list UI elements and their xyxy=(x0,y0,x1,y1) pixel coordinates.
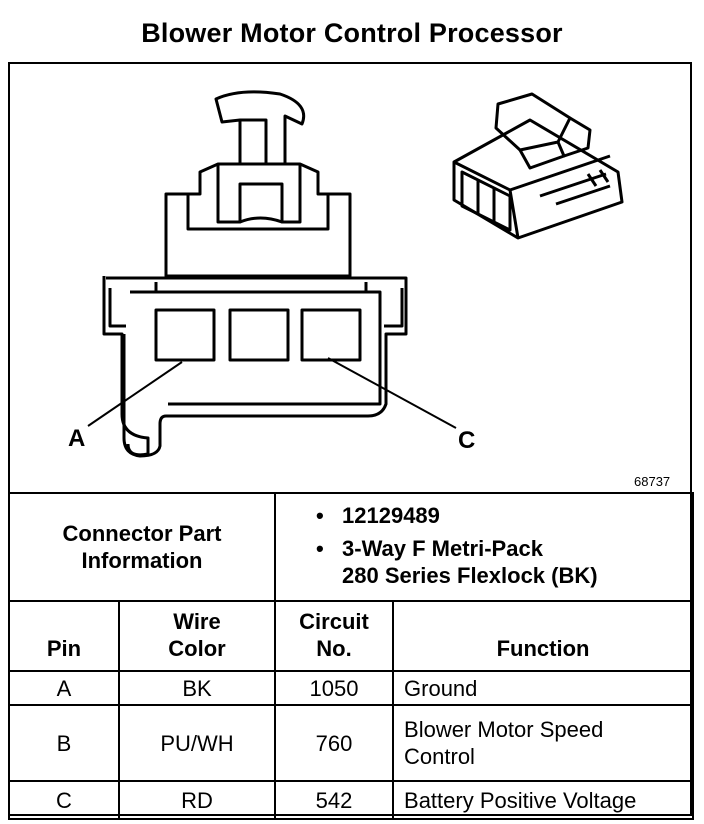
pin-cell: C xyxy=(8,780,120,820)
circuit-cell: 760 xyxy=(274,704,395,782)
connector-front-view xyxy=(102,90,408,458)
table-row: B PU/WH 760 Blower Motor Speed Control xyxy=(8,704,695,782)
cavity-c xyxy=(300,308,362,362)
function-cell: Ground xyxy=(392,670,695,706)
circuit-cell: 542 xyxy=(274,780,395,820)
header-circuit: Circuit No. xyxy=(274,600,395,672)
page-title: Blower Motor Control Processor xyxy=(141,18,563,48)
bullet-icon: • xyxy=(316,502,324,528)
header-pin: Pin xyxy=(8,600,120,672)
part-number: 12129489 xyxy=(342,502,440,528)
table-row: C RD 542 Battery Positive Voltage xyxy=(8,780,695,820)
leader-line-c xyxy=(327,357,457,429)
list-item: • 3-Way F Metri-Pack 280 Series Flexlock… xyxy=(316,535,684,589)
header-function: Function xyxy=(392,600,695,672)
connector-iso-view xyxy=(452,92,624,240)
cavity-b xyxy=(228,308,290,362)
table-row: A BK 1050 Ground xyxy=(8,670,695,706)
function-text: Blower Motor Speed Control xyxy=(404,717,604,769)
connector-diagram: A C 68737 xyxy=(10,64,690,492)
pin-cell: B xyxy=(8,704,120,782)
callout-a: A xyxy=(68,425,85,452)
connector-part-info-label: Connector Part Information xyxy=(7,492,277,602)
list-item: • 12129489 xyxy=(316,502,684,529)
header-circuit-text: Circuit No. xyxy=(299,609,369,661)
callout-c: C xyxy=(458,427,475,454)
function-cell: Blower Motor Speed Control xyxy=(392,704,695,782)
connector-description: 3-Way F Metri-Pack 280 Series Flexlock (… xyxy=(342,535,598,588)
header-wire-color-text: Wire Color xyxy=(168,609,226,661)
wire-color-cell: PU/WH xyxy=(117,704,277,782)
table-header-row: Pin Wire Color Circuit No. Function xyxy=(8,600,695,672)
circuit-cell: 1050 xyxy=(274,670,395,706)
function-cell: Battery Positive Voltage xyxy=(392,780,695,820)
leader-line-a xyxy=(87,361,183,427)
bullet-icon: • xyxy=(316,535,324,561)
wire-color-cell: RD xyxy=(117,780,277,820)
header-wire-color: Wire Color xyxy=(117,600,277,672)
connector-part-info-bullets: • 12129489 • 3-Way F Metri-Pack 280 Seri… xyxy=(274,492,695,602)
figure-number: 68737 xyxy=(634,474,670,489)
cavity-a xyxy=(154,308,216,362)
pin-cell: A xyxy=(8,670,120,706)
wire-color-cell: BK xyxy=(117,670,277,706)
connector-part-info-text: Connector Part Information xyxy=(62,521,222,573)
connector-table: Connector Part Information • 12129489 • … xyxy=(7,492,695,820)
